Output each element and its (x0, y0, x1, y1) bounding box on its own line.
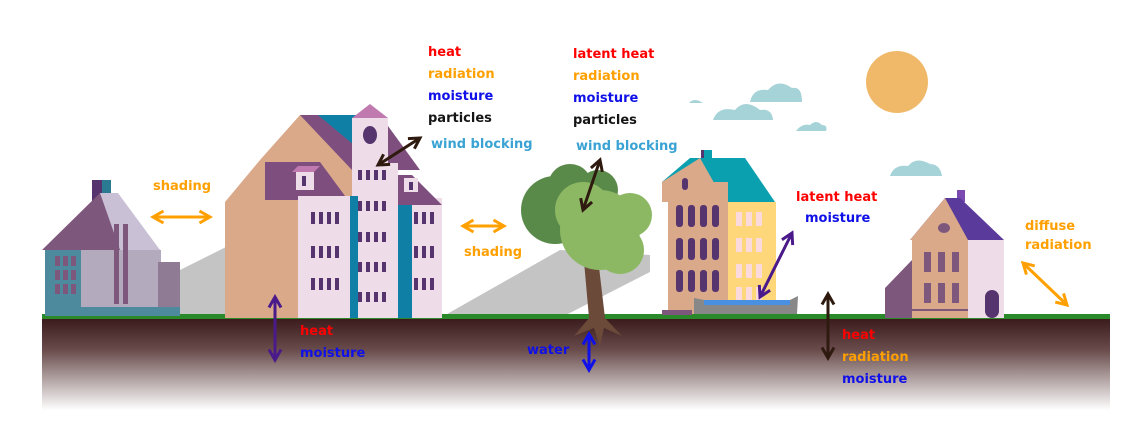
wall-exchange-arrow (375, 136, 423, 167)
cloud-icon (689, 83, 942, 176)
diffuse-label-line2: radiation (1025, 238, 1092, 253)
grass-strip (42, 314, 1110, 319)
canal-water (694, 296, 798, 314)
tree-particles-label: particles (573, 113, 637, 128)
ground-right-heat-label: heat (842, 328, 876, 343)
pond-moisture-label: moisture (805, 211, 871, 226)
building-radiation-label: radiation (428, 67, 495, 82)
building-heat-label: heat (428, 45, 462, 60)
water-label: water (527, 343, 570, 358)
diffuse-label-line1: diffuse (1025, 219, 1076, 234)
tall-building (225, 104, 442, 318)
tree-wind-label: wind blocking (576, 139, 678, 154)
ground-right-radiation-label: radiation (842, 350, 909, 365)
ground-left-heat-label: heat (300, 324, 334, 339)
shading-label-tree: shading (464, 245, 523, 260)
tree-radiation-label: radiation (573, 69, 640, 84)
tree-exchange-arrow (579, 157, 604, 213)
tree-latent-heat-label: latent heat (573, 47, 655, 62)
tree (521, 164, 652, 346)
building-wind-label: wind blocking (431, 137, 533, 152)
sun-icon (866, 51, 928, 113)
right-house (885, 190, 1004, 318)
ground-right-moisture-label: moisture (842, 372, 908, 387)
diffuse-radiation-arrow (1020, 260, 1070, 308)
pond-latent-heat-label: latent heat (796, 190, 878, 205)
ground-left-moisture-label: moisture (300, 346, 366, 361)
soil-layer (42, 318, 1110, 410)
shading-label-left: shading (153, 179, 212, 194)
building-moisture-label: moisture (428, 89, 494, 104)
tree-moisture-label: moisture (573, 91, 639, 106)
pond-exchange-arrow (757, 230, 795, 300)
building-particles-label: particles (428, 111, 492, 126)
canal-building (662, 150, 776, 315)
left-house (42, 180, 180, 316)
